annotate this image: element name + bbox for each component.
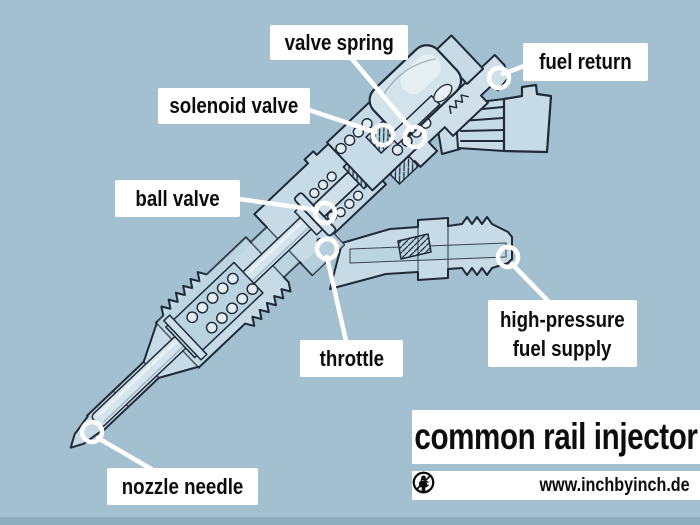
svg-text:$: $ (420, 478, 427, 490)
label-ball-valve-text: ball valve (135, 185, 220, 211)
callout-line-ball-valve (236, 196, 320, 213)
injector-top (325, 34, 510, 192)
injector-body (69, 133, 387, 449)
nozzle-spring (163, 261, 264, 361)
website-text: www.inchbyinch.de (539, 474, 690, 496)
poster-title: common rail injector (414, 416, 698, 457)
callout-ring-fuel-return (486, 65, 512, 91)
label-solenoid-valve: solenoid valve (158, 88, 310, 124)
callout-ring-ball-valve (312, 200, 338, 226)
valve-spring-coils (309, 171, 364, 218)
label-high-pressure-line1: high-pressure (500, 306, 625, 332)
label-valve-spring-text: valve spring (284, 29, 394, 55)
label-fuel-return-text: fuel return (539, 49, 632, 74)
footer-bar: www.inchbyinch.de cc $ (412, 471, 700, 500)
label-fuel-return: fuel return (523, 43, 648, 81)
label-high-pressure-fuel-supply: high-pressure fuel supply (488, 300, 637, 367)
callout-line-nozzle-needle (95, 435, 156, 473)
label-throttle-text: throttle (319, 345, 384, 371)
title-bar: common rail injector (412, 410, 700, 464)
callout-line-solenoid-valve (306, 107, 378, 135)
label-nozzle-needle: nozzle needle (107, 468, 258, 505)
callout-rings (79, 65, 521, 445)
label-throttle: throttle (300, 340, 403, 377)
bottom-edge-strip (0, 517, 700, 525)
non-commercial-icon: $ (412, 471, 435, 494)
callout-line-valve-spring (349, 56, 415, 133)
label-nozzle-needle-text: nozzle needle (121, 473, 244, 499)
callout-ring-solenoid-valve (370, 122, 396, 148)
callout-ring-nozzle-needle (79, 419, 105, 445)
callout-line-high-pressure (509, 261, 551, 304)
label-solenoid-valve-text: solenoid valve (169, 93, 299, 118)
label-ball-valve: ball valve (115, 180, 240, 217)
callout-line-throttle (324, 254, 349, 344)
label-valve-spring: valve spring (270, 25, 408, 60)
label-high-pressure-line2: fuel supply (513, 335, 612, 361)
high-pressure-pipe (329, 216, 513, 290)
callout-ring-high-pressure (495, 244, 521, 270)
callout-ring-valve-spring (402, 124, 428, 150)
callout-ring-throttle (314, 236, 340, 262)
